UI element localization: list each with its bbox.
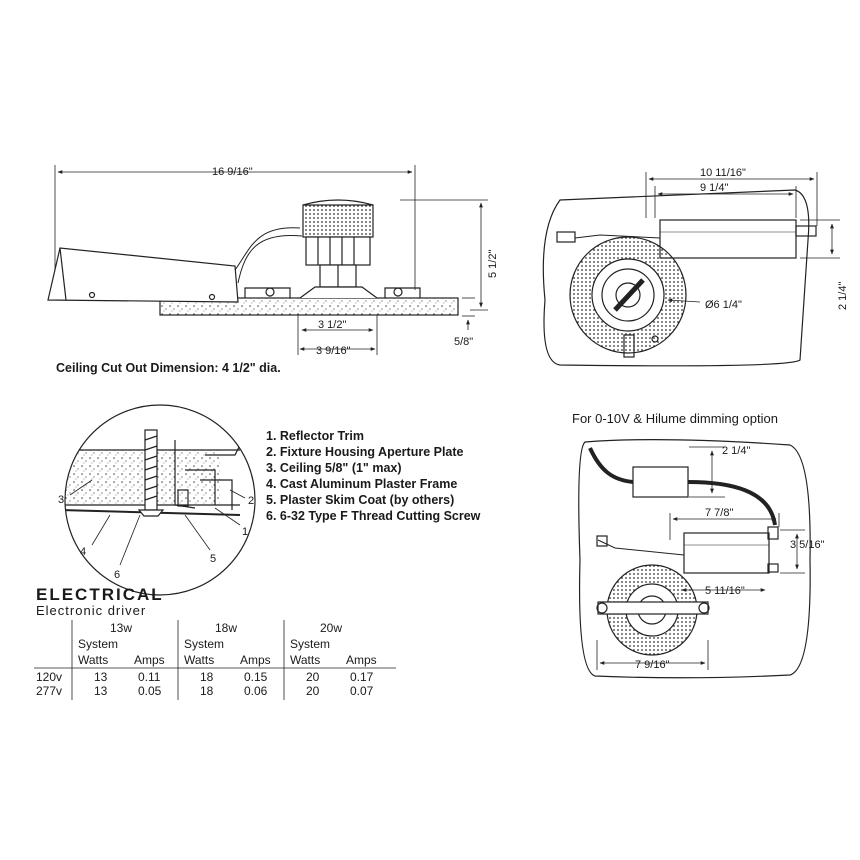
callout-1: 1 <box>242 526 248 538</box>
height-dim: 5 1/2" <box>487 250 499 278</box>
group-13w: 13w <box>110 621 132 635</box>
legend-item-3: 3. Ceiling 5/8" (1" max) <box>266 461 402 475</box>
box-length-dim: 7 7/8" <box>705 507 733 519</box>
row-120v-w13: 13 <box>94 670 108 684</box>
dimming-outline <box>578 439 811 679</box>
callout-4: 4 <box>80 546 86 558</box>
housing-length-dim: 9 1/4" <box>700 182 728 194</box>
callout-5: 5 <box>210 553 216 565</box>
row-120v-volt: 120v <box>36 670 62 684</box>
watts-label-13: Watts <box>78 653 108 667</box>
driver-height-dim: 3 5/16" <box>790 539 825 551</box>
electrical-table: ELECTRICAL Electronic driver 13w 18w 20w… <box>34 585 396 700</box>
cutout-note: Ceiling Cut Out Dimension: 4 1/2" dia. <box>56 361 281 375</box>
row-277v-a18: 0.06 <box>244 684 268 698</box>
top-view-outline <box>542 189 810 367</box>
dimming-driver <box>683 532 770 574</box>
callout-6: 6 <box>114 569 120 581</box>
callout-2: 2 <box>248 495 254 507</box>
row-277v-volt: 277v <box>36 684 62 698</box>
overall-dim: 7 9/16" <box>635 659 670 671</box>
legend-item-5: 5. Plaster Skim Coat (by others) <box>266 493 454 507</box>
row-277v-a20: 0.07 <box>350 684 374 698</box>
legend-item-6: 6. 6-32 Type F Thread Cutting Screw <box>266 509 481 523</box>
overall-width-dim: 16 9/16" <box>212 166 253 178</box>
row-120v-a18: 0.15 <box>244 670 268 684</box>
row-277v-a13: 0.05 <box>138 684 162 698</box>
legend-item-2: 2. Fixture Housing Aperture Plate <box>266 445 464 459</box>
legend-item-1: 1. Reflector Trim <box>266 429 364 443</box>
row-277v-w13: 13 <box>94 684 108 698</box>
electrical-title: ELECTRICAL <box>36 585 164 604</box>
legend-item-4: 4. Cast Aluminum Plaster Frame <box>266 477 457 491</box>
row-120v-a13: 0.11 <box>138 670 161 684</box>
watts-label-20: Watts <box>290 653 320 667</box>
top-driver-housing <box>659 219 797 259</box>
electrical-subtitle: Electronic driver <box>36 603 146 618</box>
row-120v-a20: 0.17 <box>350 670 374 684</box>
amps-label-18: Amps <box>240 653 271 667</box>
callout-3: 3 <box>58 494 64 506</box>
dimming-box <box>632 466 689 498</box>
sys-label-13: System <box>78 637 118 651</box>
top-view <box>542 172 840 367</box>
row-120v-w20: 20 <box>306 670 320 684</box>
detail-view <box>64 404 256 596</box>
offset-dim: 5 11/16" <box>705 585 745 597</box>
side-view <box>47 165 488 355</box>
overall-length-dim: 10 11/16" <box>700 167 746 179</box>
heat-sink <box>302 204 374 238</box>
ceiling-thickness-dim: 5/8" <box>454 336 473 348</box>
row-120v-w18: 18 <box>200 670 214 684</box>
amps-label-20: Amps <box>346 653 377 667</box>
dimming-title: For 0-10V & Hilume dimming option <box>572 411 778 426</box>
aperture-dim: 3 1/2" <box>318 319 346 331</box>
group-18w: 18w <box>215 621 237 635</box>
parts-legend: 1. Reflector Trim 2. Fixture Housing Ape… <box>266 429 481 523</box>
row-277v-w20: 20 <box>306 684 320 698</box>
watts-label-18: Watts <box>184 653 214 667</box>
trim-width-dim: 3 9/16" <box>316 345 351 357</box>
group-20w: 20w <box>320 621 342 635</box>
diameter-dim: Ø6 1/4" <box>705 299 742 311</box>
box-height-dim: 2 1/4" <box>722 445 750 457</box>
sys-label-20: System <box>290 637 330 651</box>
driver-box <box>47 247 239 303</box>
row-277v-w18: 18 <box>200 684 214 698</box>
width-dim: 2 1/4" <box>837 282 849 310</box>
sys-label-18: System <box>184 637 224 651</box>
amps-label-13: Amps <box>134 653 165 667</box>
dimming-view <box>578 439 811 679</box>
